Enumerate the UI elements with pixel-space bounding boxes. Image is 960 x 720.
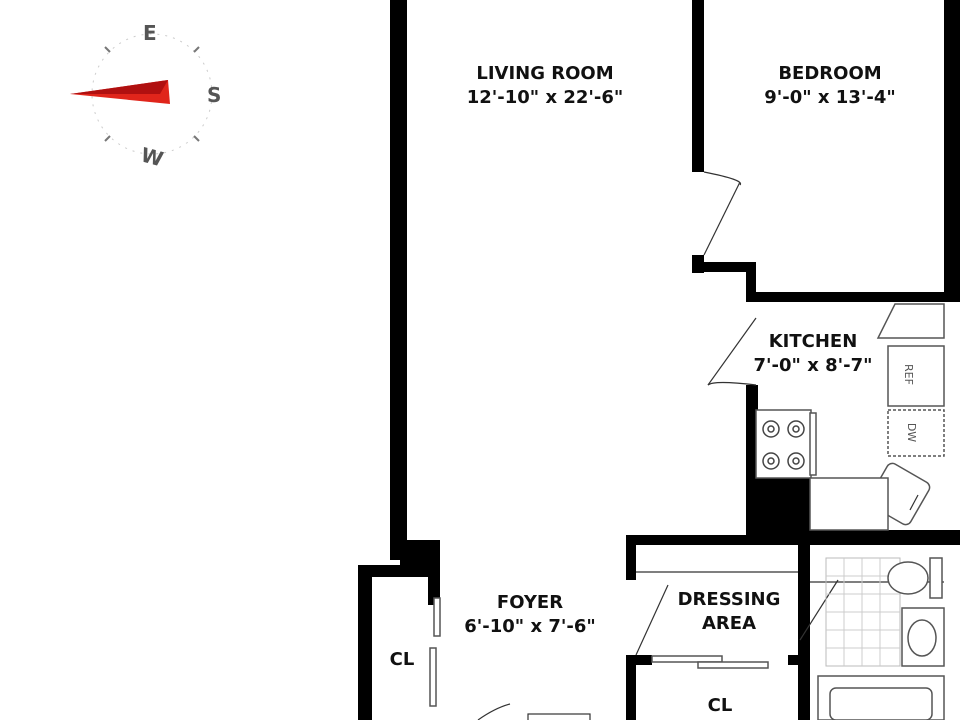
foyer-name: FOYER — [496, 592, 564, 613]
closet-bottom-label: CL — [707, 695, 733, 716]
kitchen-dims: 7'-0" x 8'-7" — [753, 355, 873, 376]
compass — [70, 33, 213, 155]
doors — [429, 171, 839, 720]
bedroom-label: BEDROOM 9'-0" x 13'-4" — [740, 62, 920, 110]
stove-burner-icons — [762, 420, 805, 470]
living-room-name: LIVING ROOM — [476, 63, 614, 84]
compass-east-label: E — [143, 21, 157, 45]
living-room-label: LIVING ROOM 12'-10" x 22'-6" — [440, 62, 650, 110]
bedroom-name: BEDROOM — [778, 63, 882, 84]
kitchen-label: KITCHEN 7'-0" x 8'-7" — [748, 330, 878, 378]
dressing-area-name: DRESSING — [677, 589, 781, 610]
kitchen-name: KITCHEN — [768, 331, 858, 352]
refrigerator-label: REF — [901, 364, 915, 385]
closet-left-label: CL — [389, 649, 415, 670]
dressing-area-name2: AREA — [701, 613, 757, 634]
bathroom-fixtures — [817, 557, 945, 720]
compass-south-label: S — [207, 83, 222, 107]
dishwasher-label: DW — [905, 422, 919, 443]
foyer-label: FOYER 6'-10" x 7'-6" — [450, 591, 610, 639]
dressing-area-label: DRESSING AREA — [664, 588, 794, 636]
bedroom-dims: 9'-0" x 13'-4" — [764, 87, 896, 108]
walls — [358, 0, 960, 720]
foyer-dims: 6'-10" x 7'-6" — [464, 616, 596, 637]
living-room-dims: 12'-10" x 22'-6" — [466, 87, 624, 108]
kitchen-appliances — [755, 303, 945, 531]
